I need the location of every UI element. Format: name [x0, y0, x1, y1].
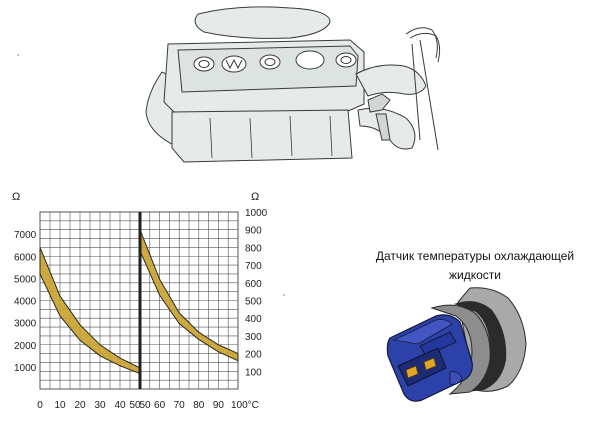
right-tick-label: 1000 [245, 208, 268, 219]
x-tick-label: 50 [139, 400, 151, 411]
left-axis-ticks: 7000 6000 5000 4000 3000 2000 1000 [14, 230, 37, 374]
right-tick-label: 800 [245, 243, 262, 254]
left-tick-label: 1000 [14, 363, 37, 374]
right-axis-unit: Ω [251, 191, 259, 203]
x-tick-label: 50 [129, 400, 141, 411]
x-tick-label: 20 [74, 400, 86, 411]
data-bands [39, 229, 239, 375]
sensor-caption-line2: жидкости [449, 268, 501, 282]
sensor-caption-line1: Датчик температуры охлаждающей [375, 249, 575, 263]
x-tick-label: 90 [213, 400, 225, 411]
x-tick-label: 40 [114, 400, 126, 411]
right-tick-label: 500 [245, 297, 262, 308]
right-axis-ticks: 1000 900 800 700 600 500 400 300 200 100 [245, 208, 268, 378]
right-tick-label: 600 [245, 279, 262, 290]
x-tick-label: 70 [174, 400, 186, 411]
band-hatch [39, 247, 141, 374]
left-tick-label: 6000 [14, 252, 37, 263]
band-hatch [139, 229, 239, 361]
right-tick-label: 300 [245, 332, 262, 343]
x-tick-label: 10 [54, 400, 66, 411]
x-tick-label: 80 [193, 400, 205, 411]
coolant-temperature-sensor-illustration [386, 287, 527, 402]
stray-mark [17, 54, 19, 56]
stray-mark [283, 294, 285, 296]
right-tick-label: 100 [245, 367, 262, 378]
left-tick-label: 3000 [14, 319, 37, 330]
right-tick-label: 700 [245, 261, 262, 272]
left-tick-label: 5000 [14, 274, 37, 285]
engine-illustration [145, 6, 441, 163]
right-tick-label: 400 [245, 314, 262, 325]
x-tick-label: 60 [154, 400, 166, 411]
x-tick-label: 30 [94, 400, 106, 411]
left-tick-label: 7000 [14, 230, 37, 241]
left-axis-unit: Ω [12, 191, 20, 203]
right-tick-label: 900 [245, 226, 262, 237]
x-tick-label: 0 [37, 400, 43, 411]
left-tick-label: 4000 [14, 297, 37, 308]
x-tick-label: 100°C [231, 400, 259, 411]
right-tick-label: 200 [245, 350, 262, 361]
left-tick-label: 2000 [14, 341, 37, 352]
